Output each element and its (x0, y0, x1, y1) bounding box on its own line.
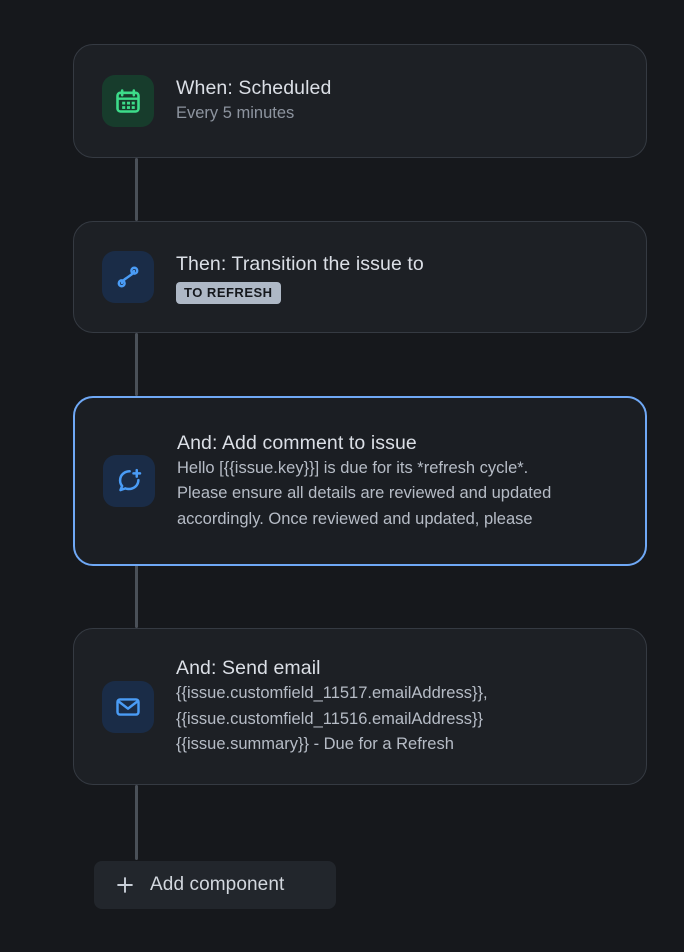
connector-line-3 (135, 565, 138, 628)
component-title: And: Send email (176, 657, 321, 680)
status-badge: TO REFRESH (176, 281, 281, 304)
add-component-label: Add component (150, 874, 285, 895)
component-body-line: accordingly. Once reviewed and updated, … (177, 509, 533, 528)
component-body-line: {{issue.customfield_11517.emailAddress}}… (176, 684, 488, 703)
component-body-line: {{issue.customfield_11516.emailAddress}} (176, 709, 483, 728)
card-body: And: Send email {{issue.customfield_1151… (176, 655, 488, 758)
envelope-icon (102, 680, 154, 733)
transition-icon (102, 251, 154, 303)
calendar-icon (102, 75, 154, 127)
rule-component-trigger-scheduled[interactable]: When: Scheduled Every 5 minutes (73, 44, 647, 158)
card-body: And: Add comment to issue Hello [{{issue… (177, 430, 551, 533)
component-body-line: Please ensure all details are reviewed a… (177, 484, 552, 503)
plus-icon (114, 874, 136, 896)
add-component-button[interactable]: Add component (94, 861, 336, 909)
rule-component-action-add-comment[interactable]: And: Add comment to issue Hello [{{issue… (73, 396, 647, 566)
component-body-line: {{issue.summary}} - Due for a Refresh (176, 735, 454, 754)
component-subtitle: Every 5 minutes (176, 104, 295, 123)
component-title: And: Add comment to issue (177, 431, 417, 454)
comment-add-icon (103, 455, 155, 507)
connector-line-1 (135, 158, 138, 221)
component-title: When: Scheduled (176, 77, 332, 100)
card-body: When: Scheduled Every 5 minutes (176, 75, 331, 127)
component-body-line: Hello [{{issue.key}}] is due for its *re… (177, 458, 529, 477)
rule-component-action-send-email[interactable]: And: Send email {{issue.customfield_1151… (73, 628, 647, 785)
connector-line-4 (135, 785, 138, 860)
component-title: Then: Transition the issue to (176, 252, 424, 275)
card-body: Then: Transition the issue to TO REFRESH (176, 251, 424, 304)
connector-line-2 (135, 333, 138, 396)
rule-component-action-transition[interactable]: Then: Transition the issue to TO REFRESH (73, 221, 647, 333)
